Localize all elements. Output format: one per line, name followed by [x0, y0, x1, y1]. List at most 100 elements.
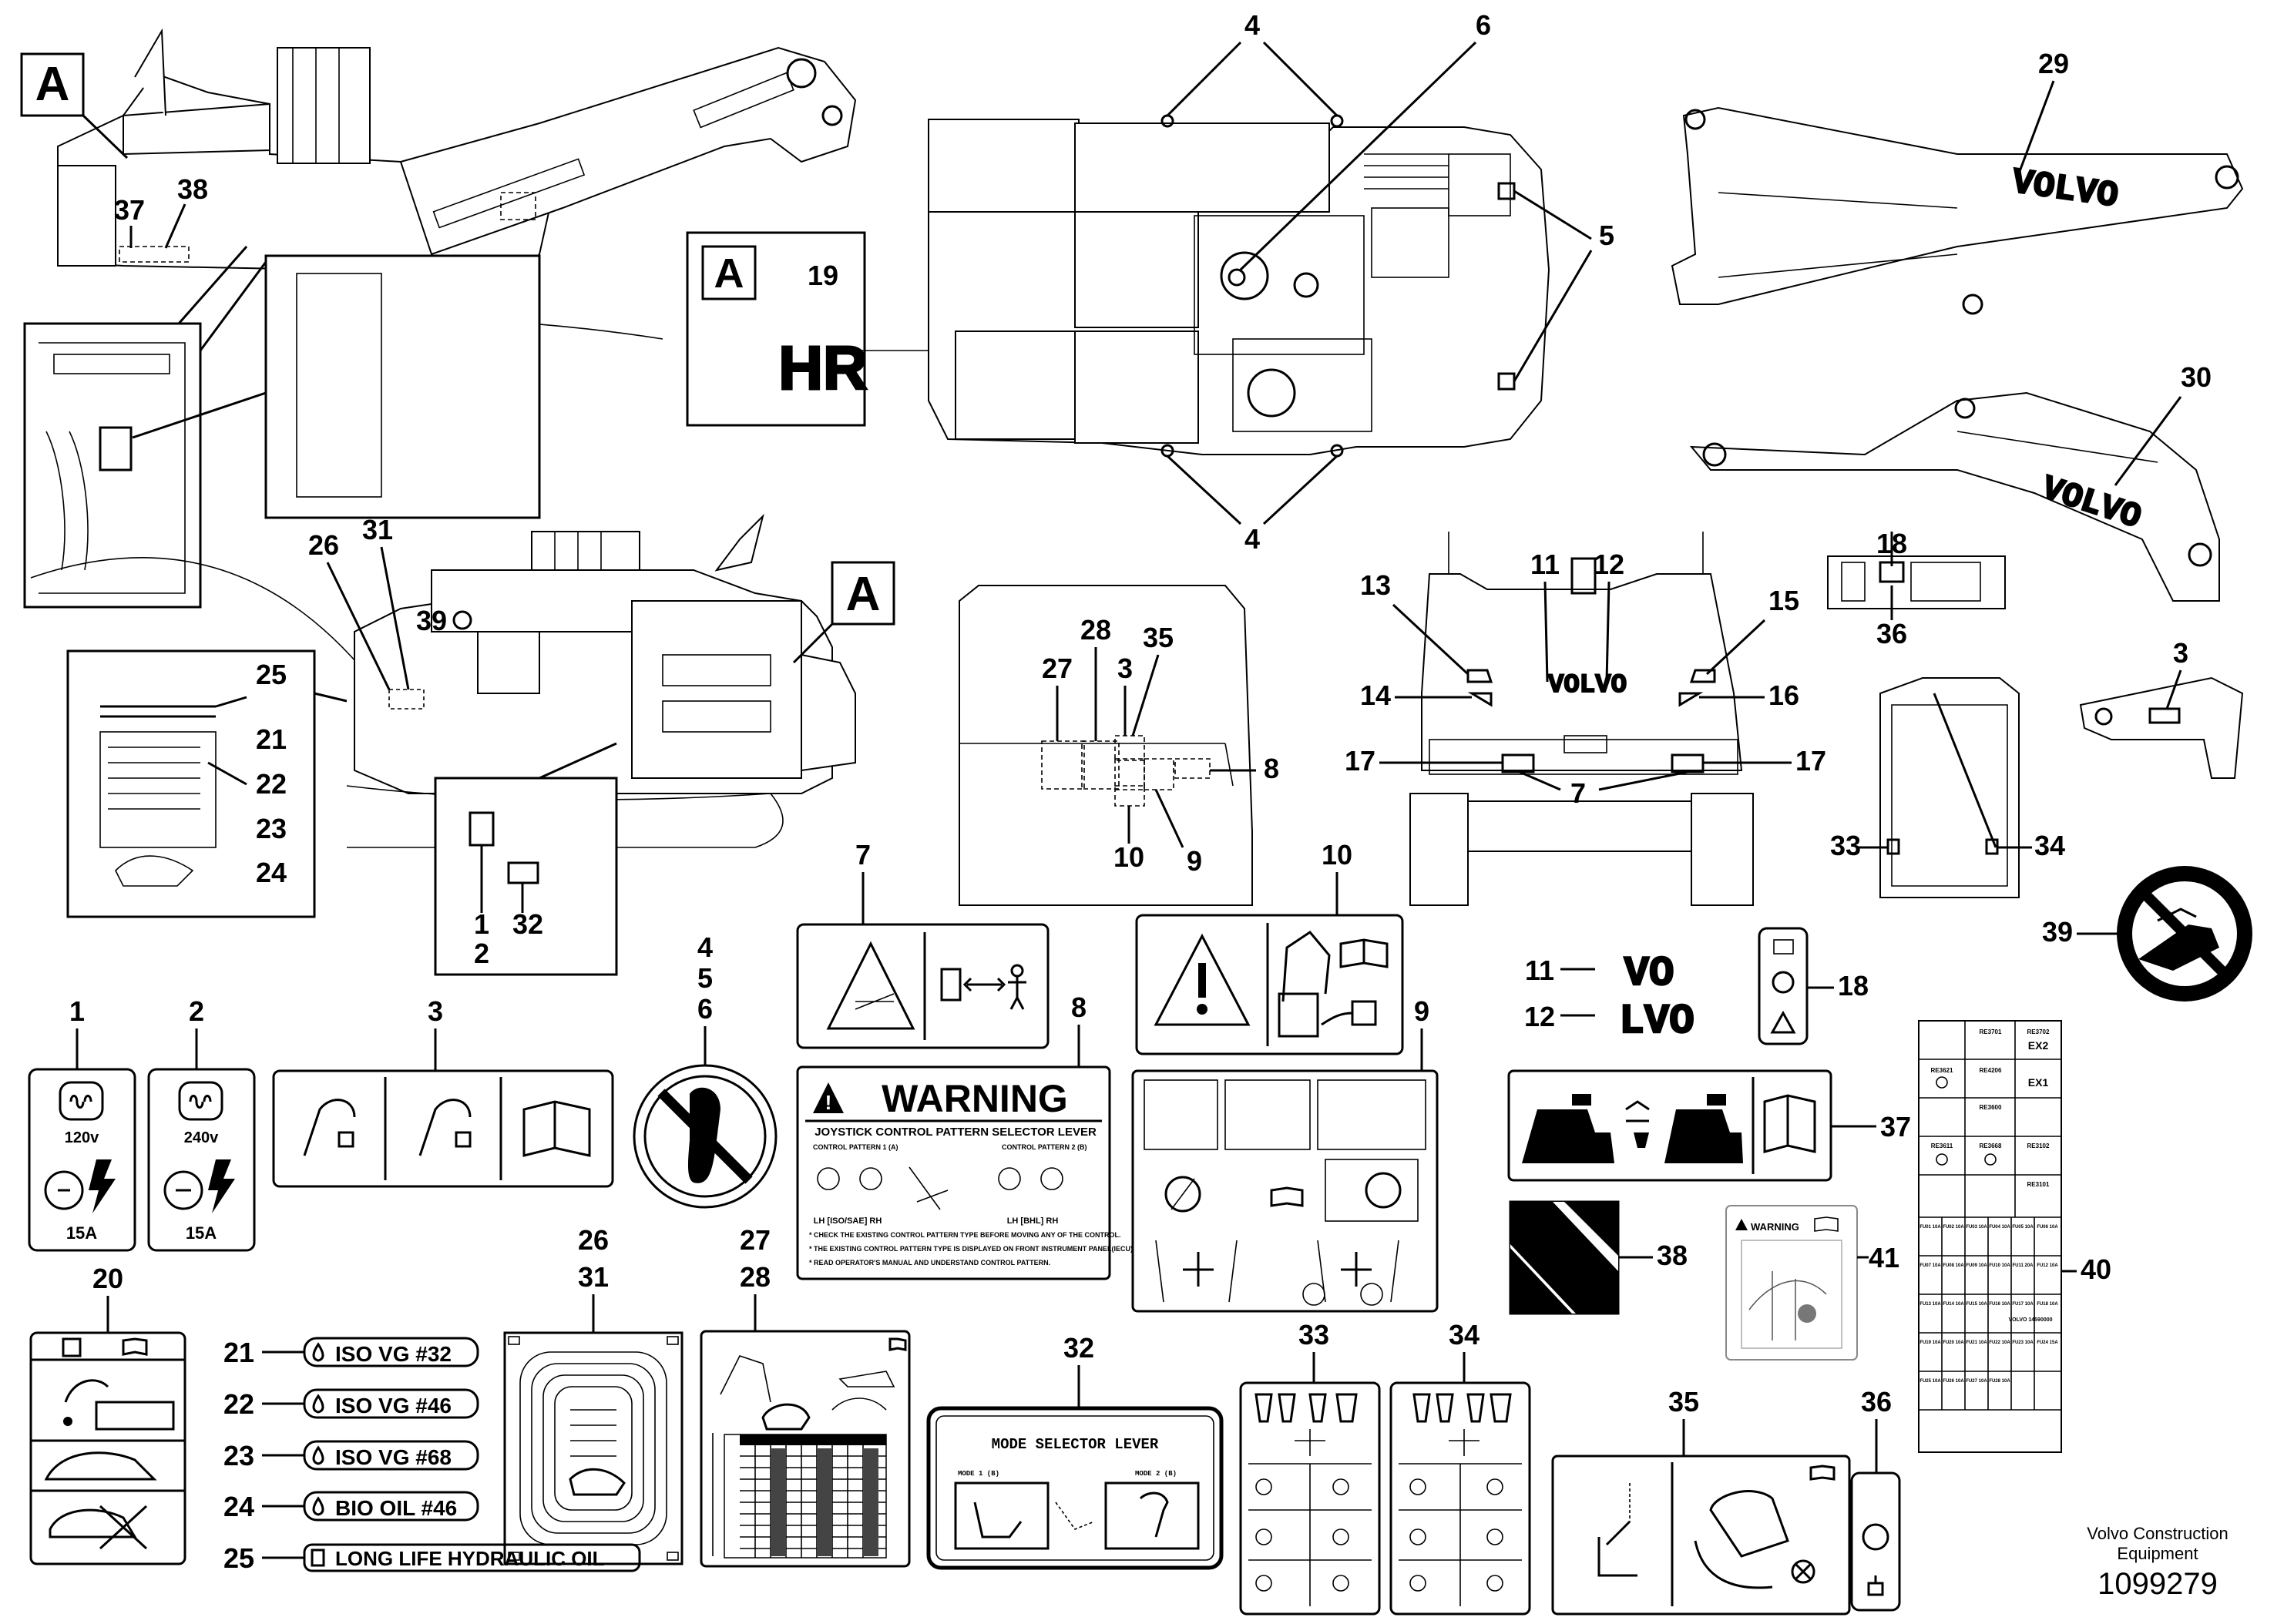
decal-34-controls — [1389, 1381, 1531, 1616]
rear-logo: VOLVO — [1548, 671, 1627, 700]
label-callouts-c9: 9 — [1414, 995, 1429, 1027]
label-fuse_panel-relays-2: EX2 — [2028, 1039, 2049, 1052]
label-callouts-c17: 17 — [1345, 745, 1375, 777]
label-fuse_panel-fuses-26: FU27 10A — [1966, 1379, 1987, 1384]
decal-38-stripe — [1509, 1200, 1620, 1315]
label-callouts-c4: 4 — [1244, 9, 1260, 41]
label-callouts-c12: 12 — [1524, 1001, 1555, 1032]
boom-29 — [1671, 106, 2244, 315]
label-callouts-c10: 10 — [1322, 839, 1352, 871]
label-fuse_panel-fuses-27: FU28 10A — [1989, 1379, 2010, 1384]
label-fuse_panel-relays-4: RE4206 — [1980, 1067, 2002, 1074]
decal-36-indicator — [1850, 1471, 1901, 1612]
label-callouts-c17: 17 — [1795, 745, 1826, 777]
oil-label-21: ISO VG #32 — [335, 1342, 452, 1366]
decal-26-hydraulic-schematic — [503, 1331, 683, 1565]
label-view_marker: A — [714, 250, 744, 297]
decal-3-quick-coupler — [272, 1069, 614, 1188]
label-callouts-c15: 15 — [1768, 585, 1799, 616]
label-callouts-c32: 32 — [1063, 1332, 1094, 1364]
label-warning_decal-control_b: CONTROL PATTERN 2 (B) — [1002, 1143, 1087, 1151]
label-warning_decal-right_caption: LH [BHL] RH — [1007, 1216, 1059, 1226]
label-warning_decal-title: JOYSTICK CONTROL PATTERN SELECTOR LEVER — [814, 1126, 1097, 1139]
label-callouts-c35: 35 — [1143, 622, 1174, 653]
label-fuse_panel-fuses-21: FU22 10A — [1989, 1340, 2010, 1345]
label-callouts-c23: 23 — [223, 1440, 254, 1471]
label-callouts-c36: 36 — [1861, 1386, 1892, 1418]
label-fuse_panel-fuses-4: FU05 10A — [2012, 1225, 2034, 1230]
label-fuse_panel-fuses-8: FU09 10A — [1966, 1263, 1987, 1268]
label-fuse_panel-relays-8: RE3668 — [1980, 1143, 2002, 1149]
decal-41-warning: WARNING — [1725, 1205, 1858, 1361]
label-fuse_panel-fuses-22: FU23 10A — [2012, 1340, 2034, 1345]
label-callouts-c37: 37 — [1880, 1111, 1911, 1143]
label-callouts-c21: 21 — [256, 723, 287, 755]
decal-37-lifting — [1507, 1069, 1832, 1182]
label-mode_selector-mode2: MODE 2 (B) — [1135, 1470, 1177, 1478]
label-callouts-c27: 27 — [1042, 653, 1073, 684]
label-callouts-c24: 24 — [223, 1491, 254, 1522]
decal-8-warning-joystick: ! WARNING JOYSTICK CONTROL PATTERN SELEC… — [796, 1065, 1135, 1280]
label-callouts-c6: 6 — [1476, 9, 1491, 41]
oil-label-24: BIO OIL #46 — [335, 1496, 457, 1520]
label-fuse_panel-fuses-15: FU16 10A — [1989, 1302, 2010, 1307]
label-callouts-c34: 34 — [2034, 830, 2065, 861]
label-fuse_panel-fuses-6: FU07 10A — [1920, 1263, 1941, 1268]
label-callouts-c41: 41 — [1869, 1242, 1899, 1273]
excavator-rear-view — [57, 28, 857, 340]
label-callouts-c1: 1 — [474, 908, 489, 940]
label-fuse_panel-fuses-2: FU03 10A — [1966, 1225, 1987, 1230]
label-callouts-c23: 23 — [256, 813, 287, 844]
label-fuse_panel-fuses-23: FU24 15A — [2037, 1340, 2058, 1345]
label-callouts-c5: 5 — [697, 962, 713, 994]
excavator-side-view — [30, 513, 856, 848]
label-callouts-c34: 34 — [1449, 1319, 1480, 1351]
decal-18-indicator — [1758, 927, 1809, 1045]
label-callouts-c12: 12 — [1594, 549, 1624, 580]
decal-20-oil-type — [29, 1331, 186, 1565]
label-callouts-c36: 36 — [1876, 618, 1907, 649]
label-fuse_panel-fuses-17: FU18 10A — [2037, 1302, 2058, 1307]
label-callouts-c6: 6 — [697, 993, 713, 1025]
label-callouts-c18: 18 — [1838, 970, 1869, 1002]
decal-10-warning-manual — [1135, 914, 1404, 1055]
label-warning_decal-control_a: CONTROL PATTERN 1 (A) — [813, 1143, 898, 1151]
decal-40-fuse-panel: RE3701 RE3702 EX2 RE3621 RE4206 EX1 RE36… — [1918, 1020, 2062, 1453]
label-callouts-c2: 2 — [474, 938, 489, 969]
label-fuse_panel-fuses-10: FU11 20A — [2012, 1263, 2034, 1268]
label-callouts-c31: 31 — [362, 514, 393, 545]
label-decal_41_header: WARNING — [1751, 1221, 1799, 1233]
oil-label-25: LONG LIFE HYDRAULIC OIL — [335, 1547, 605, 1570]
oil-label-23: ISO VG #68 — [335, 1445, 452, 1469]
label-callouts-c8: 8 — [1264, 753, 1279, 784]
decal-1-socket-120v: 120v 15A — [28, 1068, 136, 1252]
label-callouts-c30: 30 — [2181, 361, 2212, 393]
label-callouts-c33: 33 — [1830, 830, 1861, 861]
label-callouts-c3: 3 — [428, 995, 443, 1027]
label-callouts-c25: 25 — [223, 1542, 254, 1574]
label-callouts-c5: 5 — [1599, 220, 1614, 251]
svg-text:!: ! — [825, 1091, 832, 1114]
label-fuse_panel-relays-7: RE3611 — [1931, 1143, 1953, 1149]
label-callouts-c26: 26 — [578, 1224, 609, 1256]
label-callouts-c3: 3 — [1117, 653, 1133, 684]
label-callouts-c39: 39 — [2042, 916, 2073, 948]
label-fuse_panel-fuses-24: FU25 10A — [1920, 1379, 1941, 1384]
label-callouts-c11: 11 — [1530, 549, 1560, 580]
label-fuse_panel-fuses-0: FU01 10A — [1920, 1225, 1941, 1230]
label-fuse_panel-fuses-14: FU15 10A — [1966, 1302, 1987, 1307]
decal-33-controls — [1239, 1381, 1381, 1616]
label-fuse_panel-fuses-16: FU17 10A — [2012, 1302, 2034, 1307]
oil-label-list: 21 ISO VG #32 22 ISO VG #46 23 ISO VG #6… — [223, 1337, 641, 1574]
decal-32-mode-selector: MODE SELECTOR LEVER MODE 1 (B) MODE 2 (B… — [926, 1406, 1224, 1570]
label-callouts-c39: 39 — [416, 605, 447, 636]
excavator-top-view — [832, 114, 1550, 458]
footer-credit: Volvo Construction Equipment 1099279 — [2069, 1524, 2246, 1602]
decal-19-hr: HR — [778, 334, 868, 402]
brand-line-1: Volvo Construction — [2087, 1524, 2229, 1543]
decal-12-letters: LVO — [1619, 998, 1694, 1045]
label-callouts-c9: 9 — [1187, 845, 1202, 877]
label-callouts-c22: 22 — [223, 1388, 254, 1420]
label-warning_decal-notes-0: * CHECK THE EXISTING CONTROL PATTERN TYP… — [809, 1231, 1121, 1239]
